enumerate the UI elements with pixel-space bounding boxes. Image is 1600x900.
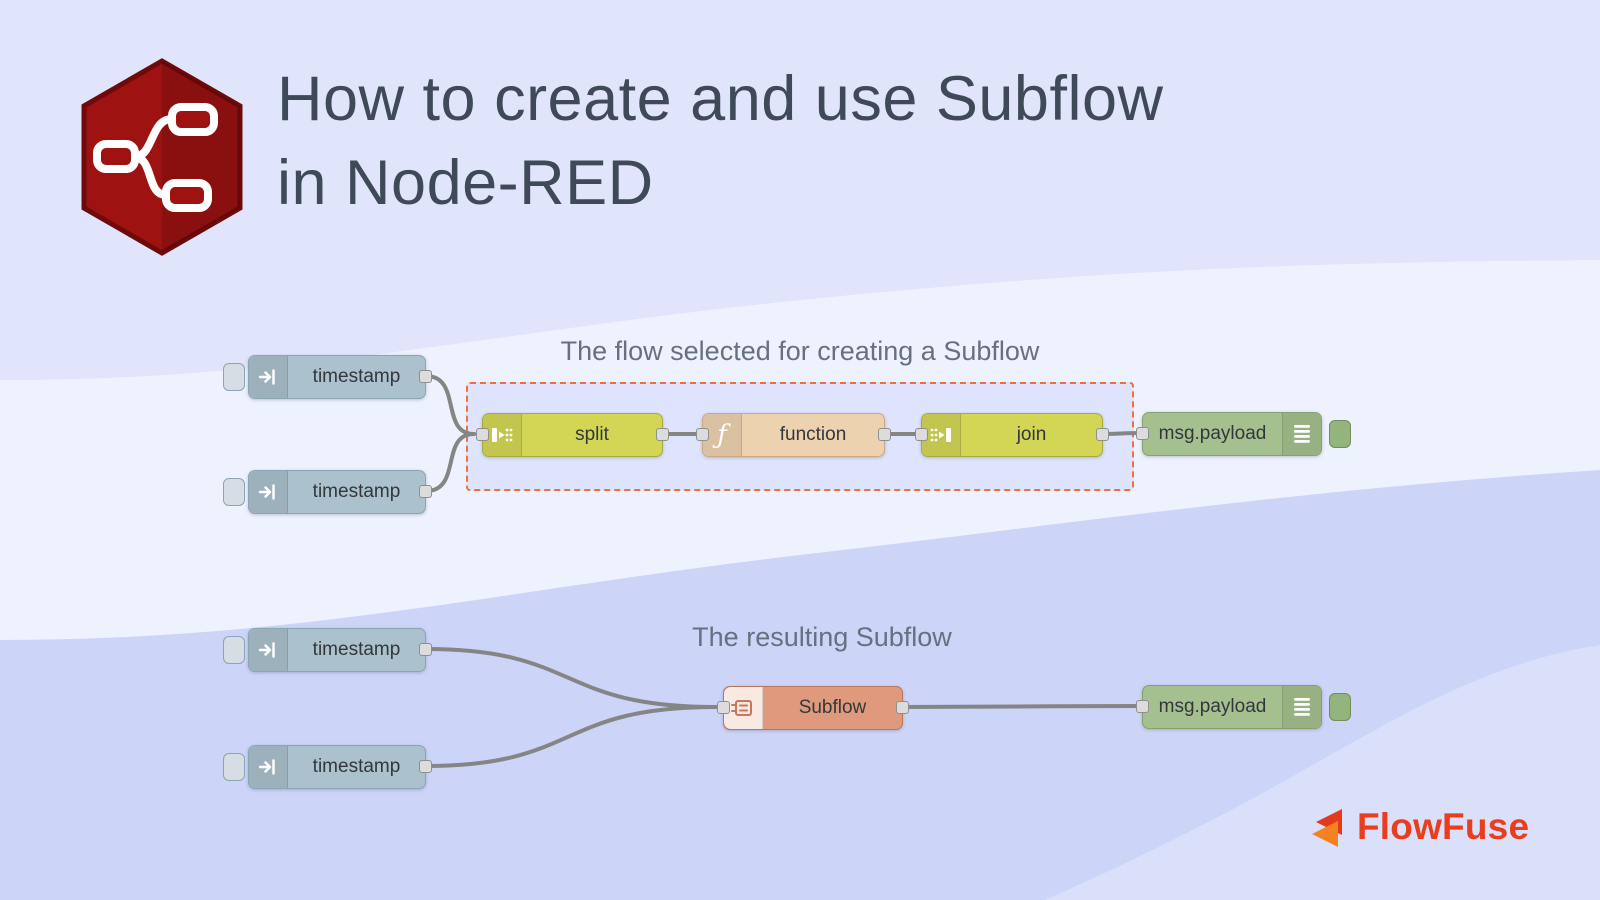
- node-label: timestamp: [312, 639, 401, 660]
- inject-node: timestamp: [223, 470, 432, 514]
- output-port: [419, 760, 432, 773]
- join-node: join: [915, 413, 1109, 457]
- debug-toggle-button: [1329, 693, 1351, 721]
- node-label: msg.payload: [1158, 696, 1267, 717]
- debug-node: msg.payload: [1136, 412, 1351, 456]
- page-title-line1: How to create and use Subflow: [277, 64, 1164, 134]
- debug-list-icon: [1282, 413, 1321, 455]
- split-node: split: [476, 413, 669, 457]
- inject-button: [223, 363, 245, 391]
- input-port: [1136, 700, 1149, 713]
- inject-button: [223, 636, 245, 664]
- join-icon: [922, 414, 961, 456]
- output-port: [896, 701, 909, 714]
- function-node: ƒ function: [696, 413, 891, 457]
- input-port: [476, 428, 489, 441]
- input-port: [915, 428, 928, 441]
- inject-node: timestamp: [223, 355, 432, 399]
- debug-toggle-button: [1329, 420, 1351, 448]
- inject-node: timestamp: [223, 628, 432, 672]
- flowfuse-logo: FlowFuse: [1306, 806, 1529, 848]
- node-label: split: [575, 424, 609, 445]
- output-port: [419, 370, 432, 383]
- node-label: join: [1016, 424, 1047, 445]
- node-label: timestamp: [312, 366, 401, 387]
- inject-button: [223, 753, 245, 781]
- node-red-logo: [81, 58, 243, 256]
- node-label: msg.payload: [1158, 423, 1267, 444]
- flow1-caption: The flow selected for creating a Subflow: [560, 336, 1040, 366]
- inject-arrow-icon: [249, 629, 288, 671]
- debug-node: msg.payload: [1136, 685, 1351, 729]
- output-port: [1096, 428, 1109, 441]
- subflow-node: Subflow: [717, 686, 909, 730]
- flowfuse-icon: [1312, 809, 1342, 847]
- output-port: [419, 643, 432, 656]
- input-port: [1136, 427, 1149, 440]
- page-title: How to create and use Subflow in Node-RE…: [277, 58, 1164, 226]
- inject-arrow-icon: [249, 471, 288, 513]
- inject-button: [223, 478, 245, 506]
- output-port: [656, 428, 669, 441]
- input-port: [717, 701, 730, 714]
- node-label: function: [779, 424, 847, 445]
- node-label: Subflow: [798, 697, 867, 718]
- page-title-line2: in Node-RED: [277, 147, 654, 218]
- input-port: [696, 428, 709, 441]
- output-port: [878, 428, 891, 441]
- inject-arrow-icon: [249, 746, 288, 788]
- node-label: timestamp: [312, 481, 401, 502]
- split-icon: [483, 414, 522, 456]
- function-f-icon: ƒ: [703, 414, 742, 456]
- subflow-icon: [724, 687, 763, 729]
- inject-node: timestamp: [223, 745, 432, 789]
- node-label: timestamp: [312, 756, 401, 777]
- output-port: [419, 485, 432, 498]
- flow2-caption: The resulting Subflow: [692, 622, 952, 652]
- inject-arrow-icon: [249, 356, 288, 398]
- debug-list-icon: [1282, 686, 1321, 728]
- brand-wordmark: FlowFuse: [1357, 806, 1530, 847]
